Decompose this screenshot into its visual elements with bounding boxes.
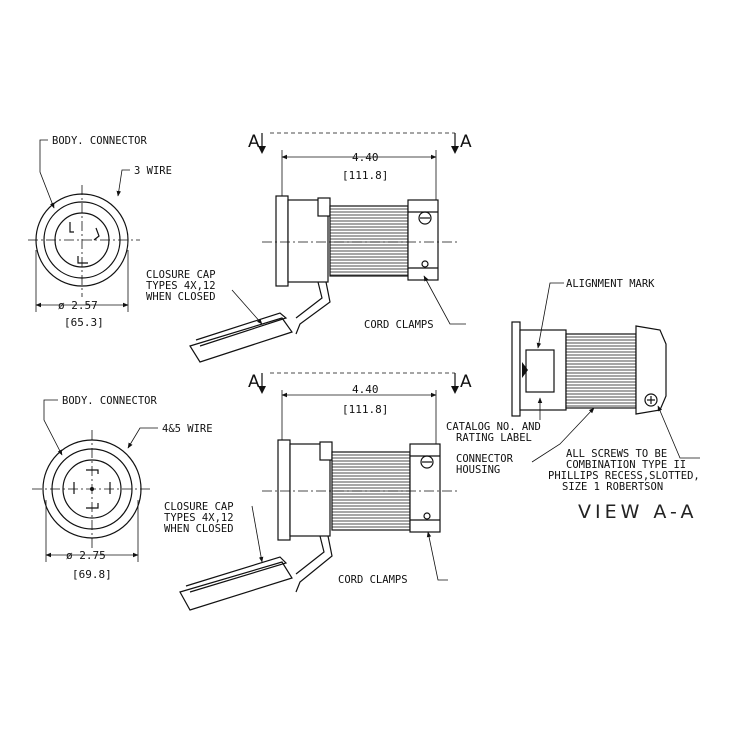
screws-note-line3: PHILLIPS RECESS,SLOTTED, [548, 470, 700, 482]
top-cord-clamps-label: CORD CLAMPS [364, 319, 434, 331]
bottom-section-a-right: A [460, 372, 472, 392]
bottom-closure-cap-line1: CLOSURE CAP [164, 501, 234, 513]
alignment-mark-label: ALIGNMENT MARK [566, 278, 655, 290]
top-closure-cap-line1: CLOSURE CAP [146, 269, 216, 281]
front-view-3-wire [28, 139, 140, 312]
top-length-label: 4.40 [352, 151, 379, 164]
screws-note-line1: ALL SCREWS TO BE [566, 448, 667, 460]
top-closure-cap-line3: WHEN CLOSED [146, 291, 216, 303]
catalog-label-line1: CATALOG NO. AND [446, 421, 541, 433]
screws-note-line2: COMBINATION TYPE II [566, 459, 686, 471]
bottom-body-connector-label: BODY. CONNECTOR [62, 395, 158, 407]
top-section-a-right: A [460, 132, 472, 152]
top-length-mm-label: [111.8] [342, 169, 388, 182]
bottom-closure-cap-line3: WHEN CLOSED [164, 523, 234, 535]
bottom-diameter-label: ø 2.75 [66, 549, 106, 562]
top-closure-cap-line2: TYPES 4X,12 [146, 280, 216, 292]
side-view-bottom [179, 372, 460, 611]
top-diameter-label: ø 2.57 [58, 299, 98, 312]
catalog-label-line2: RATING LABEL [456, 432, 532, 444]
bottom-length-mm-label: [111.8] [342, 403, 388, 416]
connector-housing-line1: CONNECTOR [456, 453, 514, 465]
side-view-top [189, 132, 466, 363]
connector-housing-line2: HOUSING [456, 464, 500, 476]
top-diameter-mm-label: [65.3] [64, 316, 104, 329]
view-a-a [511, 282, 700, 463]
bottom-diameter-mm-label: [69.8] [72, 568, 112, 581]
top-section-a-left: A [248, 132, 260, 152]
top-body-connector-label: BODY. CONNECTOR [52, 135, 148, 147]
bottom-section-a-left: A [248, 372, 260, 392]
top-wire-label: 3 WIRE [134, 165, 172, 177]
front-view-4-5-wire [32, 399, 158, 562]
screws-note-line4: SIZE 1 ROBERTSON [562, 481, 663, 493]
bottom-wire-label: 4&5 WIRE [162, 423, 213, 435]
view-a-a-title: VIEW A-A [578, 501, 697, 523]
bottom-closure-cap-line2: TYPES 4X,12 [164, 512, 234, 524]
bottom-length-label: 4.40 [352, 383, 379, 396]
bottom-cord-clamps-label: CORD CLAMPS [338, 574, 408, 586]
